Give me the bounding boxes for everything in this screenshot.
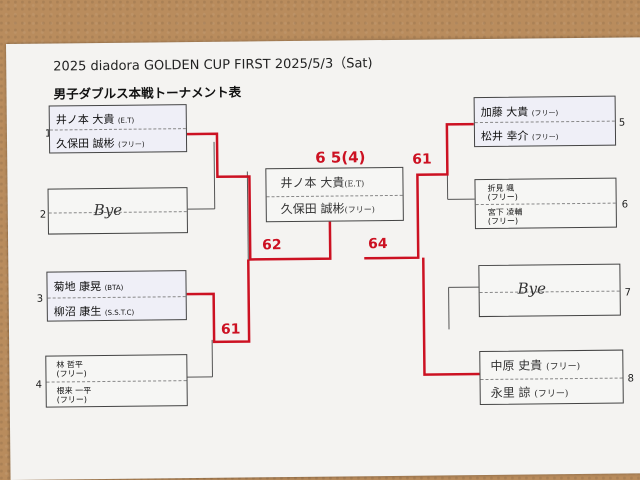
slot-4-player-1: 林 哲平(フリー) (56, 360, 87, 379)
final-player-1: 井ノ本 大貴(E.T) (280, 175, 365, 191)
slot-number: 5 (618, 117, 626, 129)
divider (474, 120, 615, 124)
final-player-2: 久保田 誠彬(フリー) (280, 201, 375, 217)
divider (475, 202, 616, 206)
slot-1-box: 井ノ本 大貴 (E.T) 久保田 誠彬 (フリー) (48, 104, 188, 154)
slot-1-player-1: 井ノ本 大貴 (E.T) (55, 112, 135, 127)
winner-line-slot8 (422, 257, 480, 376)
tournament-sheet: 2025 diadora GOLDEN CUP FIRST 2025/5/3（S… (6, 37, 640, 480)
slot-4-player-2: 根来 一平(フリー) (56, 386, 92, 405)
slot-number: 3 (36, 293, 44, 305)
slot-3-box: 菊地 康晃 (BTA) 柳沼 康生 (S.S.T.C) (46, 270, 187, 322)
winner-line-slot5 (364, 122, 474, 260)
slot-6-box: 折見 颯(フリー) 宮下 凌輔(フリー) (474, 177, 617, 230)
score-semi-left: 62 (262, 237, 282, 254)
divider (46, 380, 187, 383)
slot-4-box: 林 哲平(フリー) 根来 一平(フリー) (45, 354, 188, 408)
slot-7-box: Bye (478, 263, 621, 318)
divider (266, 194, 403, 198)
slot-number: 7 (624, 287, 632, 299)
score-semi-right: 64 (368, 236, 388, 253)
slot-2-box: Bye (47, 187, 188, 235)
slot-5-player-1: 加藤 大貴 (フリー) (480, 105, 559, 120)
divider (480, 377, 623, 381)
slot-5-box: 加藤 大貴 (フリー) 松井 幸介 (フリー) (473, 95, 617, 148)
divider (47, 296, 186, 299)
score-qf-left-bottom: 61 (220, 321, 241, 338)
slot-2-bye: Bye (93, 200, 123, 220)
slot-5-player-2: 松井 幸介 (フリー) (480, 129, 559, 144)
slot-3-player-2: 柳沼 康生 (S.S.T.C) (53, 305, 135, 319)
slot-1-player-2: 久保田 誠彬 (フリー) (55, 136, 145, 151)
slot-6-player-1: 折見 颯(フリー) (487, 183, 518, 202)
slot-6-player-2: 宮下 凌輔(フリー) (487, 207, 523, 226)
winner-line-slot3 (186, 259, 251, 344)
divider (479, 290, 620, 294)
slot-8-box: 中原 史貴 (フリー) 永里 諒 (フリー) (479, 349, 624, 406)
winner-line-slot1 (186, 132, 332, 261)
slot-7-bye: Bye (517, 279, 547, 298)
slot-number: 6 (621, 199, 629, 211)
slot-3-player-1: 菊地 康晃 (BTA) (53, 280, 124, 294)
final-score: 6 5(4) (315, 148, 366, 167)
divider (49, 128, 186, 131)
slot-number: 8 (627, 373, 634, 385)
slot-number: 2 (39, 209, 47, 221)
bracket-lines (186, 122, 480, 378)
score-qf-right-top: 61 (412, 151, 432, 168)
slot-8-player-2: 永里 諒 (フリー) (490, 385, 569, 400)
slot-8-player-1: 中原 史貴 (フリー) (490, 358, 581, 373)
slot-number: 4 (35, 379, 43, 391)
final-box: 井ノ本 大貴(E.T) 久保田 誠彬(フリー) (265, 166, 404, 223)
